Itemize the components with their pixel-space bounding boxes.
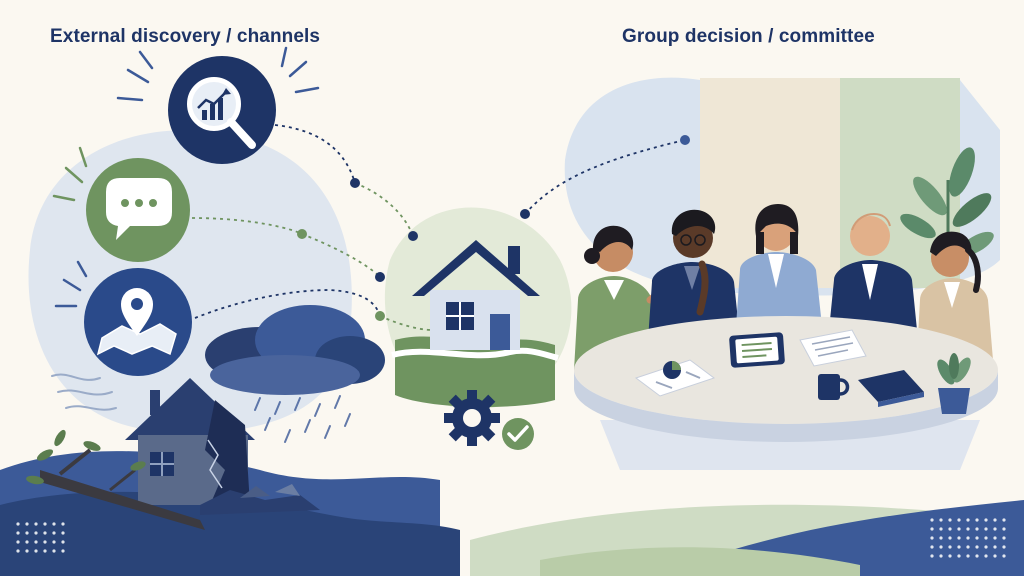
checkmark-icon [502,418,534,450]
fallen-tree-icon [26,429,205,530]
committee-meeting-illustration [574,147,998,470]
dot-grid-right [930,518,1006,558]
dotted-connectors [191,124,686,331]
damaged-house-icon [125,378,320,515]
chat-bubble-icon [52,146,190,262]
right-section-heading: Group decision / committee [622,26,875,47]
mug-icon [818,374,850,400]
left-section-heading: External discovery / channels [50,26,321,47]
dot-grid-left [16,522,65,553]
gear-icon [444,390,500,446]
house-icon [391,240,559,407]
map-pin-icon [54,260,192,376]
storm-cloud-icon [51,305,385,443]
connector-nodes [297,135,690,321]
magnifier-chart-icon [116,46,320,164]
